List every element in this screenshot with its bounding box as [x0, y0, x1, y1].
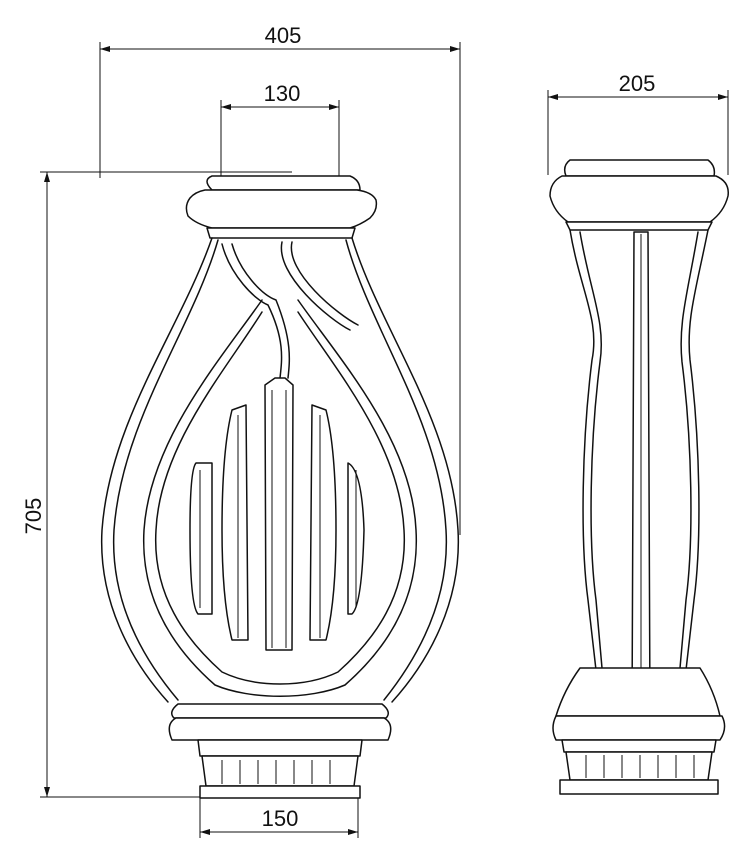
dimension-130-label: 130 — [264, 81, 301, 106]
side-base — [552, 667, 726, 795]
front-fins — [189, 377, 365, 651]
side-view — [549, 159, 729, 795]
dimension-205: 205 — [547, 71, 729, 175]
front-view — [100, 175, 460, 799]
front-outer-frame — [100, 237, 460, 703]
front-top-cap — [185, 175, 378, 239]
dimension-405: 405 — [99, 23, 461, 535]
side-outer-profile — [569, 229, 709, 671]
dimension-150: 150 — [199, 790, 359, 838]
dimension-150-label: 150 — [262, 806, 299, 831]
dimension-405-label: 405 — [265, 23, 302, 48]
dimension-705-label: 705 — [21, 498, 46, 535]
dimension-705: 705 — [21, 171, 292, 798]
dimension-130: 130 — [220, 81, 340, 176]
front-inner-frame — [142, 299, 418, 697]
side-top-cap — [549, 159, 729, 231]
front-base — [168, 703, 392, 799]
dimension-205-label: 205 — [619, 71, 656, 96]
